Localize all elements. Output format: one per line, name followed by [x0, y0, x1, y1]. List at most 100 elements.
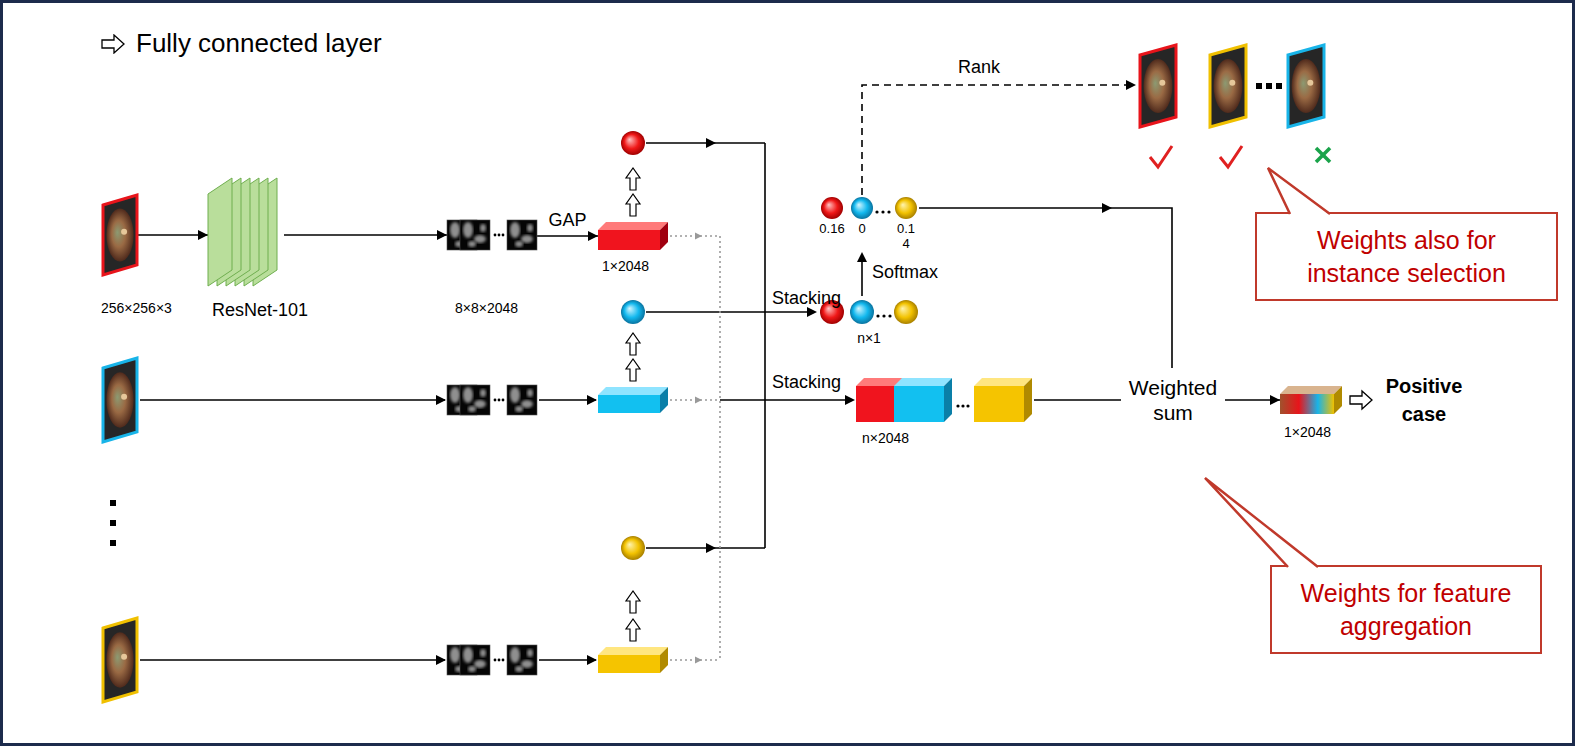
- step-label: Stacking: [772, 288, 841, 309]
- bar-front: [598, 395, 660, 413]
- wire-line: [646, 547, 765, 549]
- arrow-head: [807, 307, 817, 317]
- output-label: Positive case: [1376, 372, 1472, 428]
- wire-line: [861, 258, 863, 296]
- ellipsis-dot: [494, 399, 497, 402]
- arrow-head: [436, 655, 446, 665]
- feature-map: [507, 385, 537, 415]
- activation-blob: [474, 235, 486, 243]
- activation-blob: [515, 666, 523, 672]
- arrow-head: [587, 655, 597, 665]
- bar-front: [598, 655, 660, 673]
- activation-blob: [527, 224, 533, 232]
- bar-top: [598, 222, 668, 230]
- node-shape: [856, 376, 1034, 424]
- ellipsis-dot: [502, 659, 505, 662]
- connector: [537, 235, 598, 237]
- arrow-head: [845, 395, 855, 405]
- feature-map: [460, 645, 490, 675]
- image-frame: [103, 358, 137, 442]
- feature-bar: [1280, 386, 1342, 414]
- bar-side: [660, 387, 668, 413]
- callout-tail: [1268, 168, 1330, 214]
- ellipsis-dot: [498, 399, 501, 402]
- activation-blob: [450, 387, 460, 403]
- activation-blob: [463, 387, 473, 403]
- node-shape: [598, 222, 668, 250]
- image-frame: [103, 195, 137, 275]
- score-sphere: [621, 300, 645, 324]
- node-label: 1×2048: [602, 258, 649, 274]
- fundus-image: [1140, 45, 1176, 127]
- fundus-image: [1210, 45, 1246, 127]
- callout-text: Weights for feature aggregation: [1286, 577, 1526, 642]
- fc-arrow: [626, 591, 640, 613]
- activation-blob: [463, 222, 473, 238]
- ellipsis-dot: [110, 520, 116, 526]
- ellipsis-dot: [498, 659, 501, 662]
- bar-side: [1024, 378, 1032, 422]
- optic-disc: [121, 654, 127, 660]
- resnet-layer: [208, 178, 232, 286]
- node-label: 8×8×2048: [455, 300, 518, 316]
- wire-line: [919, 208, 1172, 368]
- arrow-head: [695, 657, 702, 664]
- wire-line: [764, 143, 766, 548]
- edge-label: Weighted sum: [1121, 373, 1225, 427]
- fundus-image: [1288, 45, 1324, 127]
- feature-bar: [598, 222, 668, 250]
- wire-line: [646, 311, 814, 313]
- activation-blob: [468, 241, 476, 247]
- bar-front: [894, 386, 944, 422]
- fundus-disc: [1214, 59, 1243, 113]
- node-label: ResNet-101: [212, 300, 308, 321]
- fundus-disc: [106, 632, 133, 687]
- activation-blob: [468, 666, 476, 672]
- fc-arrow: [626, 619, 640, 641]
- bar-side: [660, 647, 668, 673]
- activation-blob: [521, 235, 533, 243]
- node-label: 1×2048: [1284, 424, 1331, 440]
- feature-vector: 1×2048: [598, 222, 668, 250]
- ellipsis-dot: [1266, 83, 1272, 89]
- activation-blob: [468, 406, 476, 412]
- arrow-head: [1126, 80, 1136, 90]
- arrow-head: [857, 252, 867, 262]
- resnet-block: ResNet-101: [208, 178, 284, 292]
- connector: [137, 234, 208, 236]
- ellipsis-dot: [888, 314, 891, 317]
- activation-blob: [515, 406, 523, 412]
- bar-front: [1280, 394, 1334, 414]
- connector: [284, 234, 447, 236]
- legend-text: Fully connected layer: [136, 28, 382, 59]
- activation-blob: [510, 647, 520, 663]
- feature-map-stack: [447, 220, 537, 250]
- fundus-disc: [106, 209, 133, 262]
- node-shape: [1280, 386, 1342, 414]
- score-sphere: [821, 197, 843, 219]
- check-mark: [1150, 146, 1172, 167]
- aggregated-feature: 1×2048: [1280, 386, 1342, 414]
- ellipsis-dot: [110, 500, 116, 506]
- ellipsis-dot: [502, 399, 505, 402]
- feature-map: [507, 220, 537, 250]
- activation-blob: [463, 647, 473, 663]
- weight-value: 0: [858, 222, 865, 237]
- fc-arrow: [626, 359, 640, 381]
- activation-blob: [515, 241, 523, 247]
- wire-line: [720, 399, 852, 401]
- legend: Fully connected layer: [100, 28, 382, 59]
- image-frame: [1140, 45, 1176, 127]
- node-label: n×2048: [862, 430, 909, 446]
- ellipsis-dot: [502, 234, 505, 237]
- node-shape: [447, 218, 537, 252]
- ellipsis-dot: [494, 234, 497, 237]
- arrow-head: [695, 397, 702, 404]
- fc-arrow: [626, 194, 640, 216]
- activation-blob: [480, 224, 486, 232]
- bar-top: [894, 378, 952, 386]
- feature-bar: [894, 378, 952, 422]
- callout-text: Weights also for instance selection: [1271, 224, 1542, 289]
- optic-disc: [121, 229, 127, 235]
